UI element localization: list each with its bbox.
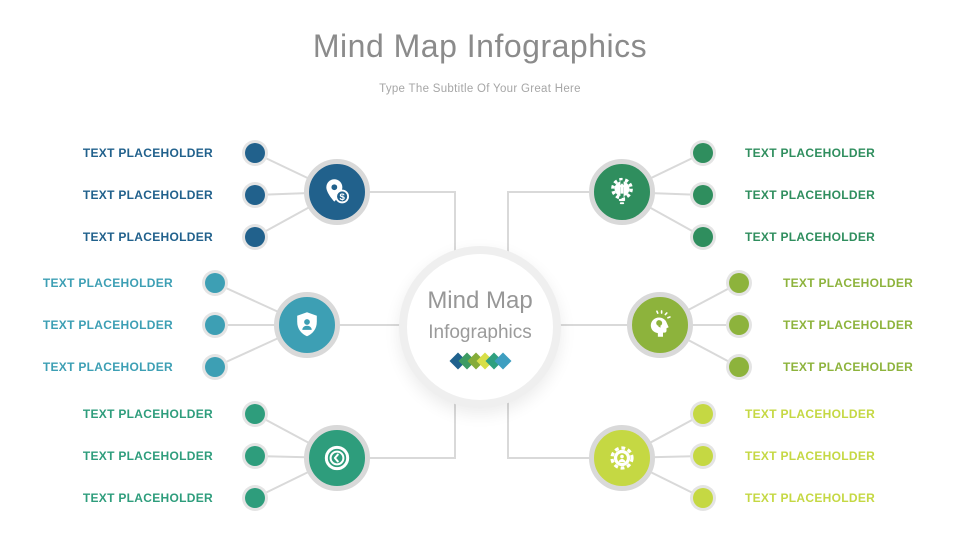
bullet-dot (245, 446, 265, 466)
text-placeholder-label: TEXT PLACEHOLDER (745, 491, 876, 505)
bullet-dot (245, 404, 265, 424)
bullet-dot (245, 488, 265, 508)
text-placeholder-label: TEXT PLACEHOLDER (82, 230, 213, 244)
map-pin-dollar-icon: $ (326, 179, 349, 204)
center-topic: Mind Map Infographics (399, 246, 561, 408)
branch-node-middle-left (274, 292, 340, 358)
branch-node-bottom-right (589, 425, 655, 491)
text-placeholder-label: TEXT PLACEHOLDER (82, 407, 213, 421)
bullet-dot (693, 404, 713, 424)
branch-node-top-left: $ (304, 159, 370, 225)
bullet-dot (205, 357, 225, 377)
bullet-dot (205, 273, 225, 293)
bullet-dot (729, 357, 749, 377)
text-placeholder-label: TEXT PLACEHOLDER (783, 318, 914, 332)
center-topic-subtitle: Infographics (428, 322, 532, 343)
text-placeholder-label: TEXT PLACEHOLDER (745, 188, 876, 202)
text-placeholder-label: TEXT PLACEHOLDER (82, 491, 213, 505)
bullet-dot (693, 488, 713, 508)
bullet-dot (205, 315, 225, 335)
branch-node-bottom-left (304, 425, 370, 491)
text-placeholder-label: TEXT PLACEHOLDER (42, 276, 173, 290)
bullet-dot (729, 315, 749, 335)
bullet-dot (693, 143, 713, 163)
text-placeholder-label: TEXT PLACEHOLDER (745, 449, 876, 463)
text-placeholder-label: TEXT PLACEHOLDER (42, 318, 173, 332)
diamond-accent-row (449, 352, 511, 370)
bullet-dot (245, 185, 265, 205)
bullet-dot (245, 227, 265, 247)
clock-icon (324, 445, 350, 471)
branch-node-top-right (589, 159, 655, 225)
bullet-dot (693, 185, 713, 205)
text-placeholder-label: TEXT PLACEHOLDER (745, 230, 876, 244)
idea-head-icon (650, 310, 671, 337)
text-placeholder-label: TEXT PLACEHOLDER (783, 276, 914, 290)
text-placeholder-label: TEXT PLACEHOLDER (82, 188, 213, 202)
svg-text:$: $ (339, 192, 345, 203)
bullet-dot (693, 446, 713, 466)
text-placeholder-label: TEXT PLACEHOLDER (783, 360, 914, 374)
page-title: Mind Map Infographics (312, 28, 648, 64)
branch-node-middle-right (627, 292, 693, 358)
text-placeholder-label: TEXT PLACEHOLDER (42, 360, 173, 374)
text-placeholder-label: TEXT PLACEHOLDER (82, 449, 213, 463)
bullet-dot (729, 273, 749, 293)
gear-user-icon (610, 446, 634, 470)
bullet-dot (245, 143, 265, 163)
shield-user-icon (297, 312, 317, 337)
text-placeholder-label: TEXT PLACEHOLDER (745, 146, 876, 160)
page-subtitle: Type The Subtitle Of Your Great Here (379, 83, 581, 95)
gear-bulb-icon (611, 177, 633, 205)
text-placeholder-label: TEXT PLACEHOLDER (745, 407, 876, 421)
center-topic-title: Mind Map (427, 287, 533, 314)
text-placeholder-label: TEXT PLACEHOLDER (82, 146, 213, 160)
bullet-dot (693, 227, 713, 247)
